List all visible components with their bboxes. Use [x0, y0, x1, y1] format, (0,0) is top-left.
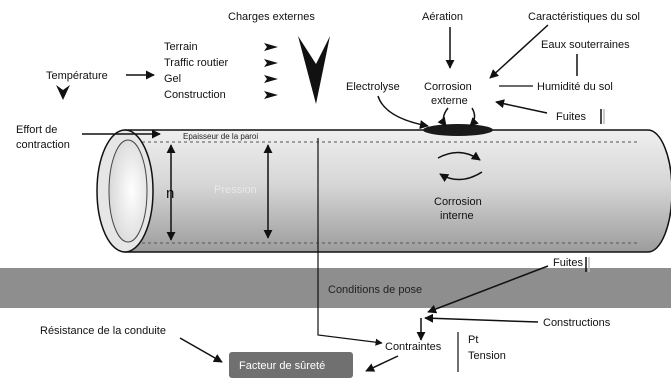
pt-label: Pt [468, 334, 478, 346]
caracteristiques-sol-label: Caractéristiques du sol [528, 11, 640, 23]
pipe [96, 129, 671, 253]
electrolyse-label: Electrolyse [346, 81, 400, 93]
traffic-routier-label: Traffic routier [164, 57, 229, 69]
charges-externes-arrow [298, 36, 330, 104]
corrosion-interne-label-1: Corrosion [434, 196, 482, 208]
facteur-surete-box [229, 352, 353, 378]
humidite-sol-label: Humidité du sol [537, 81, 613, 93]
n-label: n [166, 185, 174, 202]
gel-label: Gel [164, 73, 181, 85]
effort-contraction-label-2: contraction [16, 139, 70, 151]
pression-label: Pression [214, 184, 257, 196]
tension-label: Tension [468, 350, 506, 362]
corrosion-externe-label-2: externe [431, 95, 468, 107]
corrosion-externe-label-1: Corrosion [424, 81, 472, 93]
internal-corrosion-swirl [437, 151, 483, 183]
external-corrosion-spot [423, 124, 493, 136]
construction-label: Construction [164, 89, 226, 101]
charges-externes-label: Charges externes [228, 11, 315, 23]
epaisseur-paroi-label: Epaisseur de la paroi [183, 132, 258, 141]
constructions-label: Constructions [543, 317, 611, 329]
effort-contraction-label-1: Effort de [16, 124, 57, 136]
fuites-top-label: Fuites [556, 111, 586, 123]
terrain-label: Terrain [164, 41, 198, 53]
resistance-conduite-label: Résistance de la conduite [40, 325, 166, 337]
conditions-pose-label: Conditions de pose [328, 284, 422, 296]
temperature-down-arrow [56, 85, 70, 100]
ground-layer [0, 268, 671, 308]
fuites-bottom-label: Fuites [553, 257, 583, 269]
eaux-souterraines-label: Eaux souterraines [541, 39, 630, 51]
load-arrowheads [264, 43, 278, 99]
facteur-surete-label: Facteur de sûreté [239, 360, 325, 372]
corrosion-interne-label-2: interne [440, 210, 474, 222]
temperature-label: Température [46, 70, 108, 82]
contraintes-label: Contraintes [385, 341, 442, 353]
aeration-label: Aération [422, 11, 463, 23]
